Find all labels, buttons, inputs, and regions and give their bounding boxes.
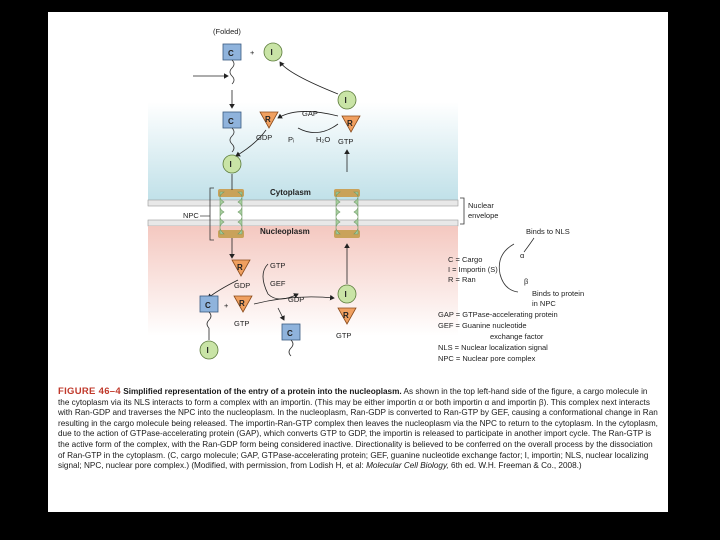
- gdp-nuc-label: GDP: [234, 281, 250, 290]
- importin-nuc-letter: I: [207, 346, 209, 355]
- cargo-complex-letter: C: [228, 117, 234, 126]
- cytoplasm-label: Cytoplasm: [270, 188, 311, 197]
- nuclear-envelope-label-2: envelope: [468, 211, 498, 220]
- cargo-released-letter: C: [287, 329, 293, 338]
- importin-recycling-letter: I: [345, 96, 347, 105]
- ran-gtp-cyto-letter: R: [347, 119, 353, 128]
- gtp-nuc-label: GTP: [234, 319, 249, 328]
- importin-export: [337, 284, 357, 304]
- inner-membrane: [147, 219, 459, 227]
- figure-caption: FIGURE 46–4 Simplified representation of…: [58, 386, 658, 472]
- ran-gtp-export: [337, 307, 357, 325]
- nucleoplasm-label: Nucleoplasm: [260, 227, 310, 236]
- legend-gef: GEF = Guanine nucleotide: [438, 321, 527, 330]
- legend-ran: R = Ran: [448, 275, 476, 284]
- figure-source: Molecular Cell Biology,: [366, 461, 449, 471]
- ran-gdp-cyto-letter: R: [265, 115, 271, 124]
- figure-source-tail: 6th ed. W.H. Freeman & Co., 2008.): [451, 461, 582, 471]
- legend-cargo: C = Cargo: [448, 255, 482, 264]
- npc-label: NPC: [183, 211, 199, 220]
- ran-gtp-nuc-letter: R: [239, 299, 245, 308]
- envelope-bracket: [460, 197, 465, 225]
- h2o-label: H₂O: [316, 135, 330, 144]
- ran-gdp-nuc: [231, 259, 251, 277]
- ran-gdp-nuc-letter: R: [237, 263, 243, 272]
- gtp-nuc-in-label: GTP: [270, 261, 285, 270]
- legend-nls: NLS = Nuclear localization signal: [438, 343, 548, 352]
- outer-membrane: [147, 199, 459, 207]
- gdp-out-label: GDP: [288, 295, 304, 304]
- gap-label: GAP: [302, 109, 318, 118]
- importin-nuc: [199, 340, 219, 360]
- figure-caption-body: As shown in the top left-hand side of th…: [58, 387, 658, 471]
- legend-gef-cont: exchange factor: [490, 332, 544, 341]
- plus-top: +: [250, 48, 255, 57]
- figure-slide: NPC Nuclear envelope Cytoplasm Nucleopla…: [48, 12, 668, 512]
- figure-number: FIGURE 46–4: [58, 386, 121, 397]
- gtp-cyto-label: GTP: [338, 137, 353, 146]
- importin-alpha-shape: [498, 243, 519, 293]
- gef-label: GEF: [270, 279, 286, 288]
- pi-label: Pᵢ: [288, 135, 294, 144]
- legend-importin: I = Importin (S): [448, 265, 498, 274]
- ran-gdp-cyto: [259, 111, 279, 129]
- legend-gap: GAP = GTPase-accelerating protein: [438, 310, 558, 319]
- legend-npc: NPC = Nuclear pore complex: [438, 354, 536, 363]
- nuclear-import-diagram: NPC Nuclear envelope Cytoplasm Nucleopla…: [147, 27, 584, 363]
- npc-bracket: [209, 187, 214, 241]
- binds-protein-label-2: in NPC: [532, 299, 556, 308]
- importin-export-letter: I: [345, 290, 347, 299]
- plus-nuc: +: [224, 301, 229, 310]
- ran-gtp-cyto: [341, 115, 361, 133]
- ran-gtp-nuc: [233, 295, 253, 313]
- folded-label: (Folded): [213, 27, 241, 36]
- ran-gtp-export-letter: R: [343, 311, 349, 320]
- binds-protein-label-1: Binds to protein: [532, 289, 584, 298]
- cytoplasm-region: [148, 102, 458, 202]
- alpha-label: α: [520, 251, 525, 260]
- npc-left: [218, 189, 244, 238]
- gdp-cyto-label: GDP: [256, 133, 272, 142]
- cargo-folded-letter: C: [228, 49, 234, 58]
- nls-tail: [229, 59, 235, 85]
- importin-top-letter: I: [271, 48, 273, 57]
- nucleoplasm-region: [148, 226, 458, 336]
- legend: C = Cargo I = Importin (S) R = Ran GAP =…: [438, 255, 558, 363]
- importin-top: [263, 42, 283, 62]
- npc-right: [334, 189, 360, 238]
- gtp-export-label: GTP: [336, 331, 351, 340]
- figure-title: Simplified representation of the entry o…: [123, 387, 402, 396]
- importin-complex: [222, 154, 242, 174]
- cargo-nuc-letter: C: [205, 301, 211, 310]
- importin-recycling: [337, 90, 357, 110]
- binds-nls-label: Binds to NLS: [526, 227, 570, 236]
- nuclear-envelope-label-1: Nuclear: [468, 201, 494, 210]
- importin-complex-letter: I: [230, 160, 232, 169]
- beta-label: β: [524, 277, 529, 286]
